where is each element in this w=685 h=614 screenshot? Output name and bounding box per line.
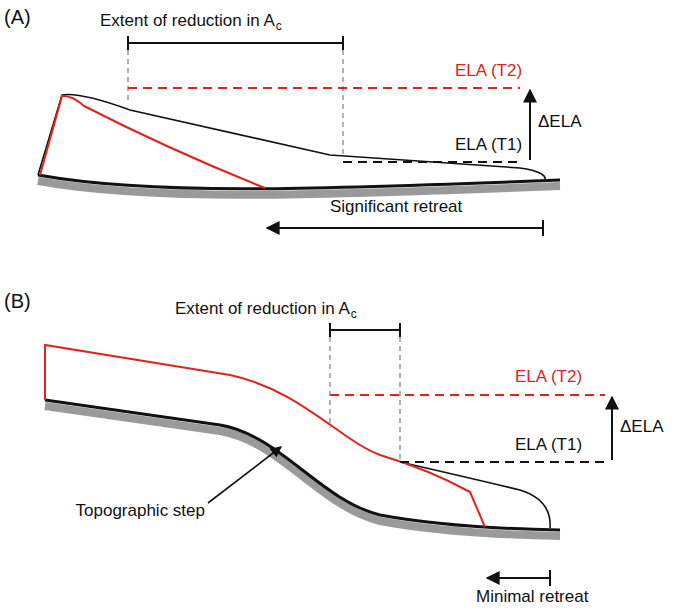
bracket-tick (342, 36, 344, 50)
delta-arrow (529, 90, 531, 160)
guide-line (329, 337, 331, 428)
extent-label: Extent of reduction in A (175, 300, 350, 319)
glacier-t2 (45, 345, 485, 527)
ela-t1-line (343, 161, 520, 163)
guide-line (342, 50, 344, 158)
retreat-label: Minimal retreat (476, 588, 588, 607)
subscript: c (351, 308, 357, 321)
retreat-arrow (267, 227, 543, 229)
glacier-t1 (400, 462, 550, 528)
bracket-tick (399, 323, 401, 337)
retreat-arrow (487, 577, 550, 579)
guide-line (399, 337, 401, 460)
glacier-t2 (40, 96, 265, 188)
step-label: Topographic step (76, 502, 205, 521)
retreat-label: Significant retreat (330, 198, 462, 217)
glacier-bed (45, 400, 560, 530)
panel-label: (A) (4, 6, 31, 28)
extent-label: Extent of reduction in A (100, 12, 275, 31)
glacier-bed (38, 175, 560, 189)
glacier-t1 (38, 95, 545, 181)
retreat-tick (542, 220, 544, 236)
extent-bracket (128, 42, 343, 44)
ela-t2-line (330, 394, 605, 396)
bracket-tick (127, 36, 129, 50)
extent-bracket (330, 329, 400, 331)
retreat-tick (549, 570, 551, 586)
delta-label: ΔELA (620, 418, 664, 437)
delta-label: ΔELA (538, 113, 582, 132)
ela-label: ELA (T1) (515, 436, 582, 455)
ela-label: ELA (T2) (515, 368, 582, 387)
delta-arrow (611, 397, 613, 460)
leader-line (208, 447, 281, 503)
guide-line (127, 50, 129, 100)
ela-label: ELA (T2) (455, 62, 522, 81)
ela-t2-line (128, 87, 520, 89)
subscript: c (276, 20, 282, 33)
ela-t1-line (400, 461, 605, 463)
panel-label: (B) (4, 290, 31, 312)
ela-label: ELA (T1) (455, 136, 522, 155)
bracket-tick (329, 323, 331, 337)
